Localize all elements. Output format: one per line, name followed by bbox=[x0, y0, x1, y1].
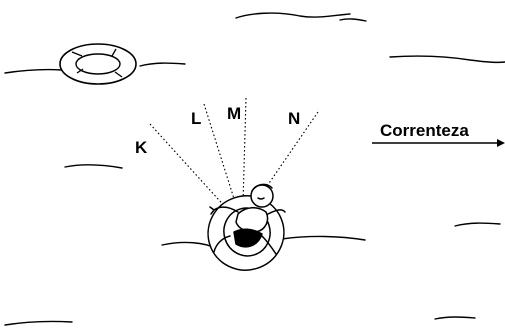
water-waves bbox=[4, 12, 505, 326]
wave-line bbox=[281, 235, 366, 241]
wave-line bbox=[161, 241, 216, 249]
line-l bbox=[203, 103, 237, 206]
wave-line bbox=[339, 18, 367, 22]
wave-line bbox=[4, 320, 73, 326]
line-k bbox=[149, 123, 229, 211]
line-n bbox=[253, 111, 319, 206]
direction-lines bbox=[149, 97, 319, 211]
wave-line bbox=[139, 62, 186, 67]
line-m bbox=[242, 97, 247, 204]
wave-line bbox=[389, 55, 505, 64]
label-n: N bbox=[288, 109, 300, 128]
wave-line bbox=[235, 12, 351, 19]
wave-line bbox=[454, 222, 501, 227]
wave-line bbox=[64, 164, 123, 169]
person-in-float-icon bbox=[207, 183, 286, 271]
wave-line bbox=[434, 316, 476, 320]
label-l: L bbox=[191, 109, 201, 128]
lifebuoy-icon bbox=[59, 43, 137, 85]
arrow-right-icon bbox=[372, 139, 505, 147]
label-m: M bbox=[227, 104, 241, 123]
wave-line bbox=[4, 68, 63, 74]
label-k: K bbox=[135, 138, 148, 157]
current-label: Correnteza bbox=[380, 121, 469, 140]
